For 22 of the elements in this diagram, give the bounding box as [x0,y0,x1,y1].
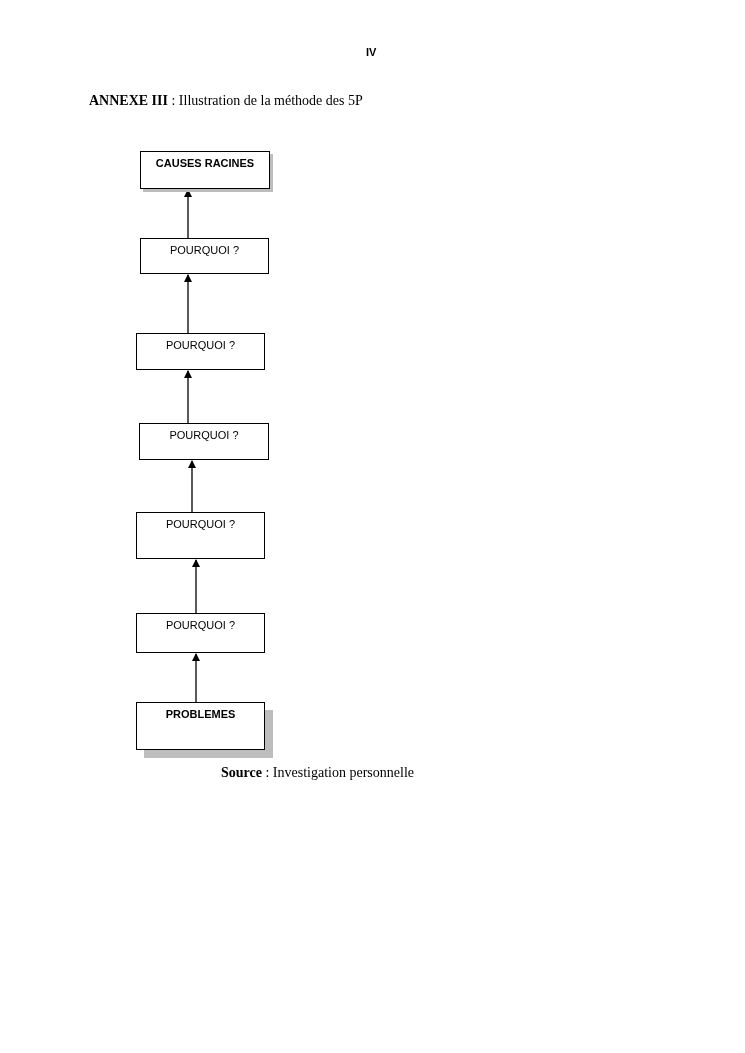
box-label: CAUSES RACINES [155,157,255,171]
arrow [188,460,196,513]
process-box [139,423,269,460]
process-box [136,613,265,653]
box-label: POURQUOI ? [165,619,236,633]
process-box [140,238,269,274]
annex-title: ANNEXE III : Illustration de la méthode des 5P [89,92,363,110]
process-box [140,151,270,189]
arrow [184,189,192,239]
box-label: POURQUOI ? [165,518,236,532]
process-box [136,333,265,370]
arrow [192,559,200,614]
arrow [184,274,192,334]
box-label: POURQUOI ? [169,429,239,443]
process-box [136,512,265,559]
arrow [184,370,192,424]
box-label: POURQUOI ? [165,339,236,353]
arrow [192,653,200,703]
box-label: POURQUOI ? [169,244,240,258]
page-number: IV [366,45,377,60]
source-caption: Source : Investigation personnelle [221,764,414,782]
box-label: PROBLEMES [165,708,236,722]
